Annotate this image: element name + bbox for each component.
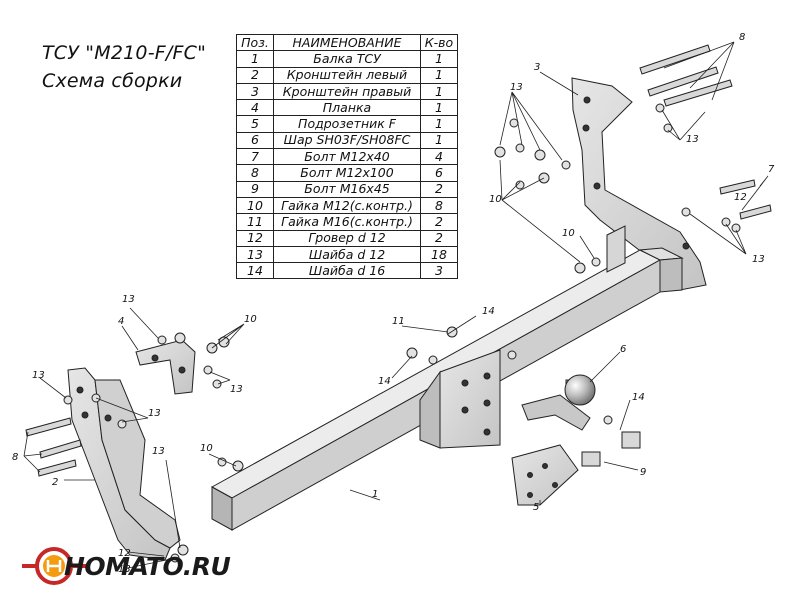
callout-6: 6 [620,344,626,355]
cell-pos: 14 [236,262,274,280]
header-name: НАИМЕНОВАНИЕ [273,33,421,52]
callout-13: 13 [122,294,135,305]
callout-13: 13 [752,254,765,265]
tow-ball-assembly [511,374,596,506]
callout-9: 9 [640,467,646,478]
callout-3: 3 [534,62,540,73]
cell-name: Шайба d 16 [273,262,421,280]
callout-13: 10 [562,228,575,239]
cell-name: Кронштейн левый [273,66,421,84]
callout-14: 14 [632,392,645,403]
cell-qty: 2 [420,229,458,247]
cell-name: Шайба d 12 [273,245,421,264]
cell-name: Кронштейн правый [273,82,421,101]
callout-5: 5 [533,502,539,513]
callout-14: 14 [482,306,495,317]
callout-13: 13 [510,82,523,93]
callout-13: 13 [686,134,699,145]
callout-1: 1 [372,489,378,500]
title-line-2: Схема сборки [42,70,183,92]
callout-7: 7 [768,164,775,175]
callout-12: 12 [118,548,131,559]
callout-13: 13 [148,408,161,419]
callout-10: 10 [244,314,257,325]
callout-13: 13 [230,384,243,395]
callout-13: 13 [32,370,45,381]
cell-name: Подрозетник F [273,115,421,133]
callout-8: 8 [12,452,18,463]
bolts [25,44,772,477]
left-bracket [67,367,181,561]
cell-pos: 12 [236,229,274,247]
callout-11: 11 [392,316,405,327]
callout-13: 13 [152,446,165,457]
callout-12: 12 [734,192,747,203]
callout-10: 10 [489,194,502,205]
callout-13: 13 [118,564,131,575]
callout-8: 8 [739,32,745,43]
right-bracket [571,77,707,291]
cell-name: Гровер d 12 [273,229,421,247]
leader-lines [23,41,769,569]
cell-qty: 3 [420,262,458,280]
nuts-and-washers [63,103,741,563]
hitch-plate [419,349,501,449]
cell-name: Болт М12х40 [273,148,421,166]
title-line-1: ТСУ "M210-F/FC" [42,42,207,64]
callout-14: 14 [378,376,391,387]
cell-name: Болт М12х100 [273,164,421,182]
cell-name: Шар SH03F/SH08FC [273,131,421,150]
callout-labels: 1 2 3 4 5 6 7 8 8 9 10 10 10 10 11 12 12… [12,32,775,575]
logo-text: HOMATO.RU [64,552,231,581]
callout-4: 4 [118,316,124,327]
cell-qty: 18 [420,245,458,264]
callout-2: 2 [52,477,58,488]
logo-mark [22,547,86,585]
callout-10: 10 [200,443,213,454]
plate [135,339,196,395]
